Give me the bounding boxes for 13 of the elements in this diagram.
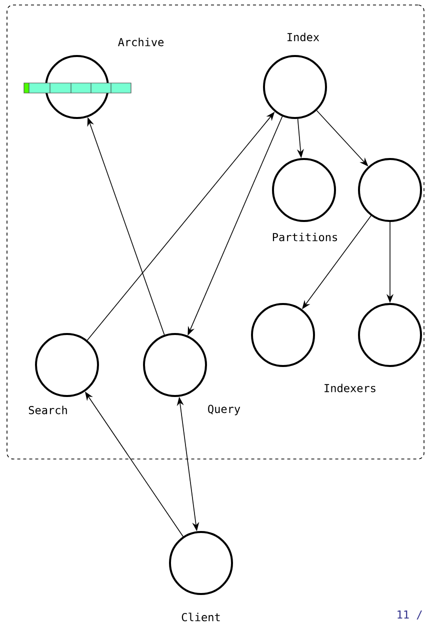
page-number: 11 / <box>398 610 422 620</box>
group-label: Indexers <box>324 384 376 392</box>
node-label: Query <box>208 404 240 416</box>
node-label: Archive <box>118 38 164 46</box>
node-label: Index <box>288 32 320 42</box>
node-circle <box>272 158 336 222</box>
node-label: Client <box>182 612 220 622</box>
node-circle <box>358 158 422 222</box>
node-circle <box>251 303 315 367</box>
dashed-boundary <box>6 4 424 460</box>
node-label: Search <box>28 406 67 414</box>
node-circle <box>358 303 422 367</box>
group-label: Partitions <box>272 232 338 242</box>
